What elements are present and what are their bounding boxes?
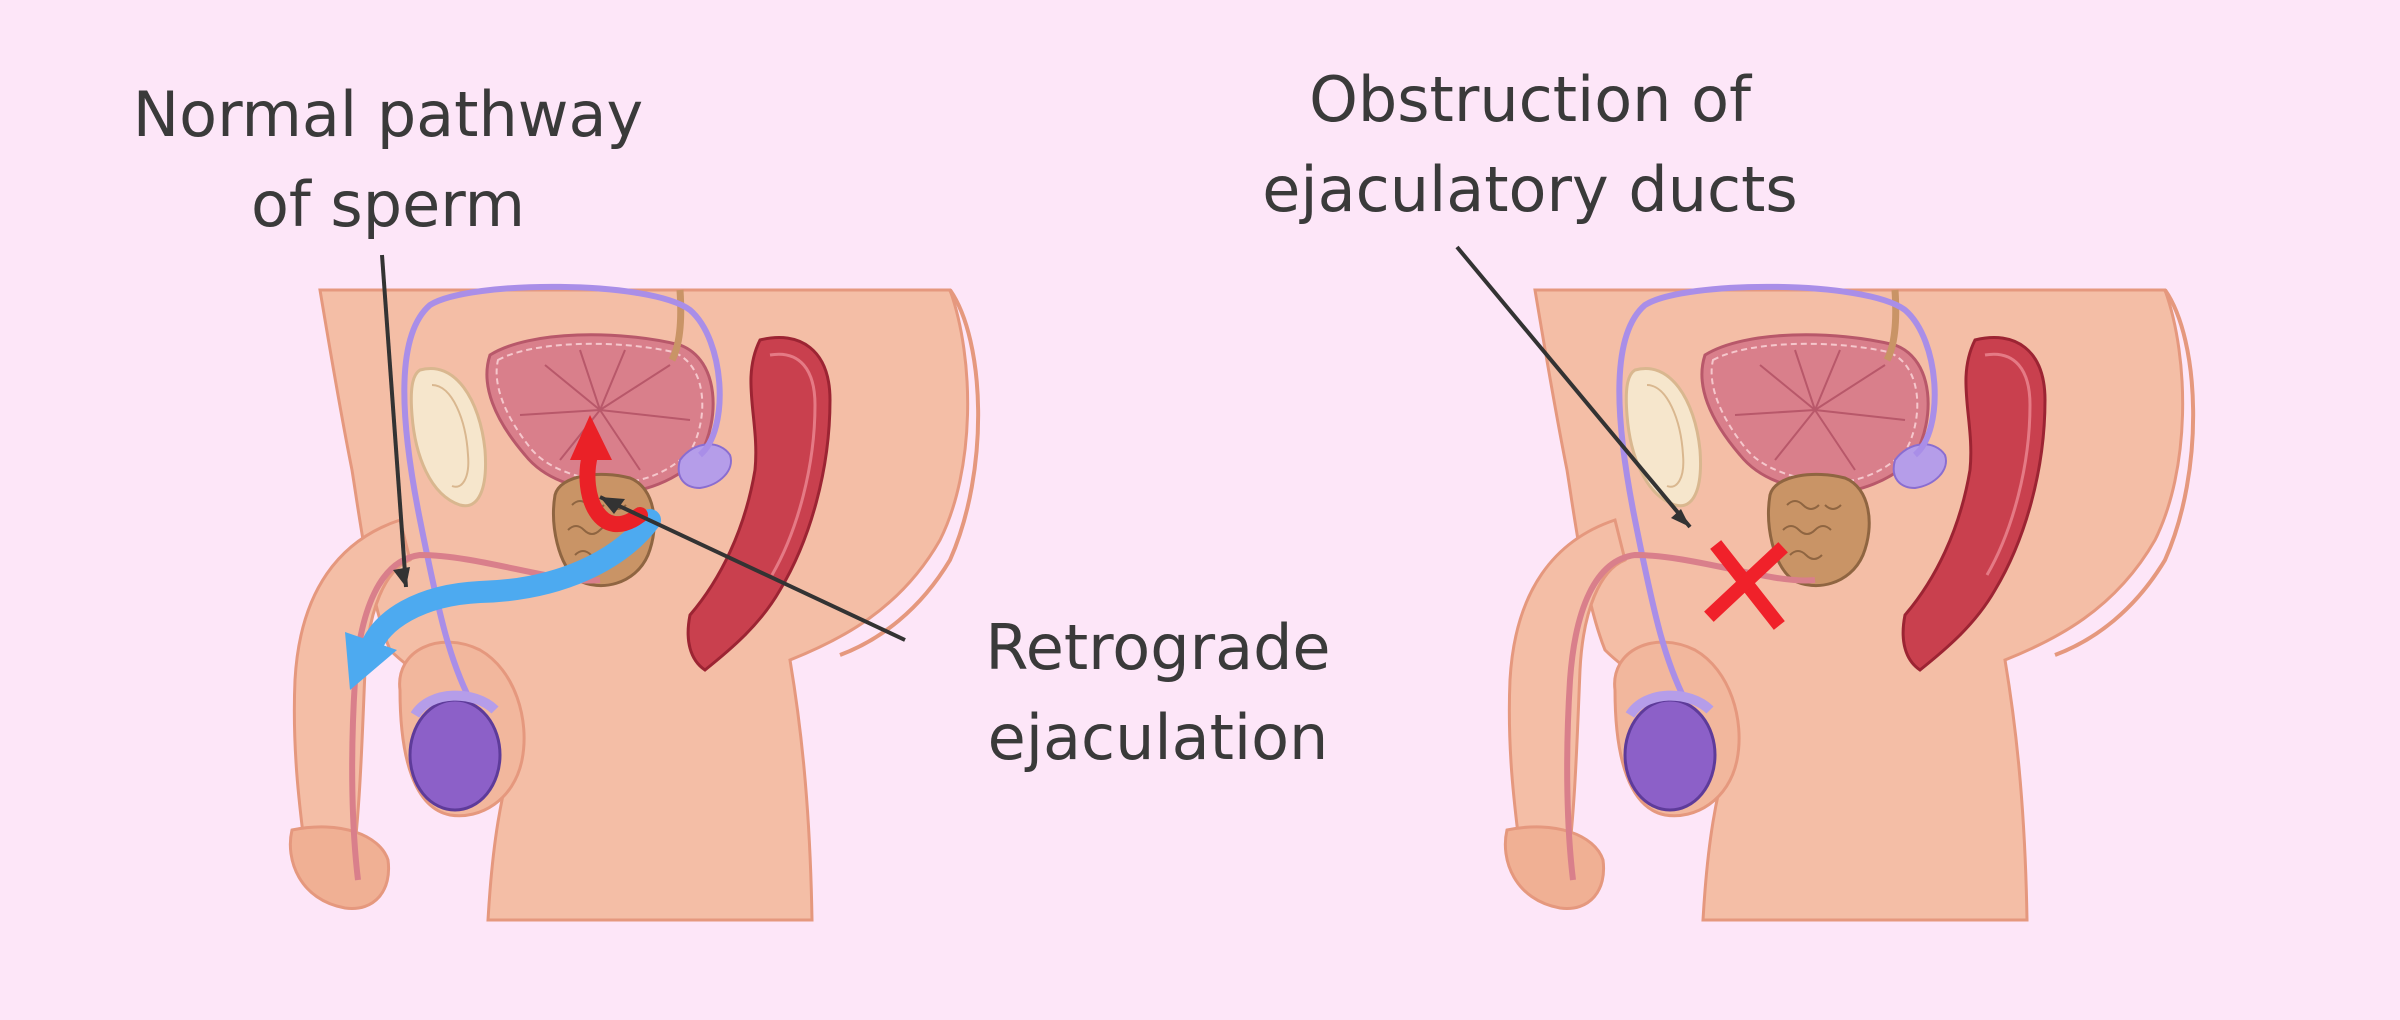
obstruction-label: Obstruction of ejaculatory ducts (1262, 63, 1798, 226)
retrograde-label: Retrograde ejaculation (985, 611, 1331, 774)
right-anatomy (1505, 287, 2193, 920)
normal-pathway-label: Normal pathway of sperm (132, 78, 644, 241)
retrograde-arrow-icon (570, 415, 648, 533)
pointer-lines (380, 245, 1692, 642)
normal-pathway-arrow-icon (345, 509, 661, 690)
left-anatomy (290, 287, 978, 920)
obstruction-cross-icon (1704, 540, 1788, 630)
